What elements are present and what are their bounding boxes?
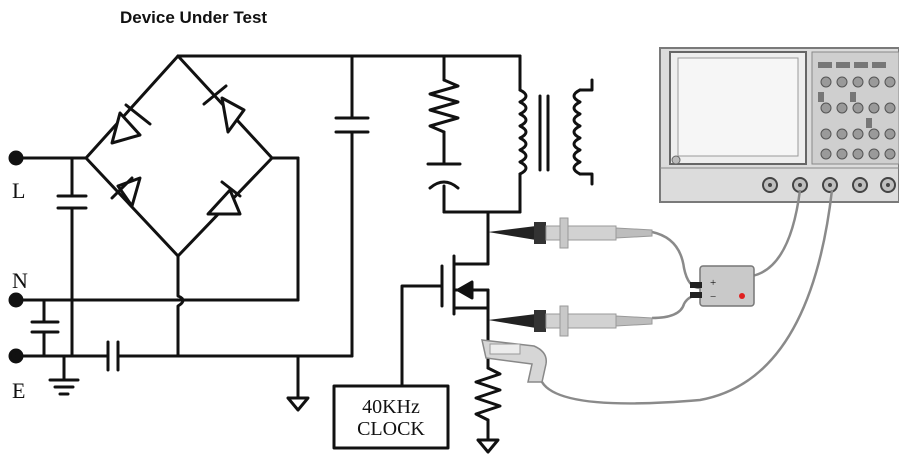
ground-icon [48, 354, 80, 396]
voltage-probe-drain [488, 217, 653, 249]
capacitor-icon [426, 162, 522, 214]
probe-plus-label: + [710, 277, 716, 289]
capacitor-icon [56, 156, 88, 358]
clock-box [332, 384, 450, 450]
clock-label: 40KHz CLOCK [336, 396, 446, 440]
terminal-label-earth: E [12, 378, 26, 403]
voltage-probe-source [488, 305, 653, 337]
clock-frequency: 40KHz [362, 396, 420, 418]
probe-cables [540, 189, 834, 405]
page-title: Device Under Test [120, 8, 268, 27]
oscilloscope-icon [659, 47, 899, 203]
ground-icon [476, 438, 500, 454]
input-terminals [8, 150, 300, 364]
terminal-label-line: L [12, 178, 26, 203]
current-probe-icon [481, 339, 547, 383]
terminal-label-neutral: N [12, 268, 28, 293]
bridge-rectifier-icon [84, 54, 300, 358]
resistor-icon [428, 54, 460, 166]
clock-text: CLOCK [357, 418, 425, 440]
ground-icon [286, 354, 310, 412]
mosfet-icon [400, 210, 490, 388]
capacitor-icon [106, 340, 354, 372]
differential-probe-icon: + − [690, 265, 755, 307]
transformer-icon [518, 54, 594, 214]
probe-minus-label: − [710, 291, 716, 303]
capacitor-icon [176, 54, 522, 358]
capacitor-icon [30, 298, 60, 358]
